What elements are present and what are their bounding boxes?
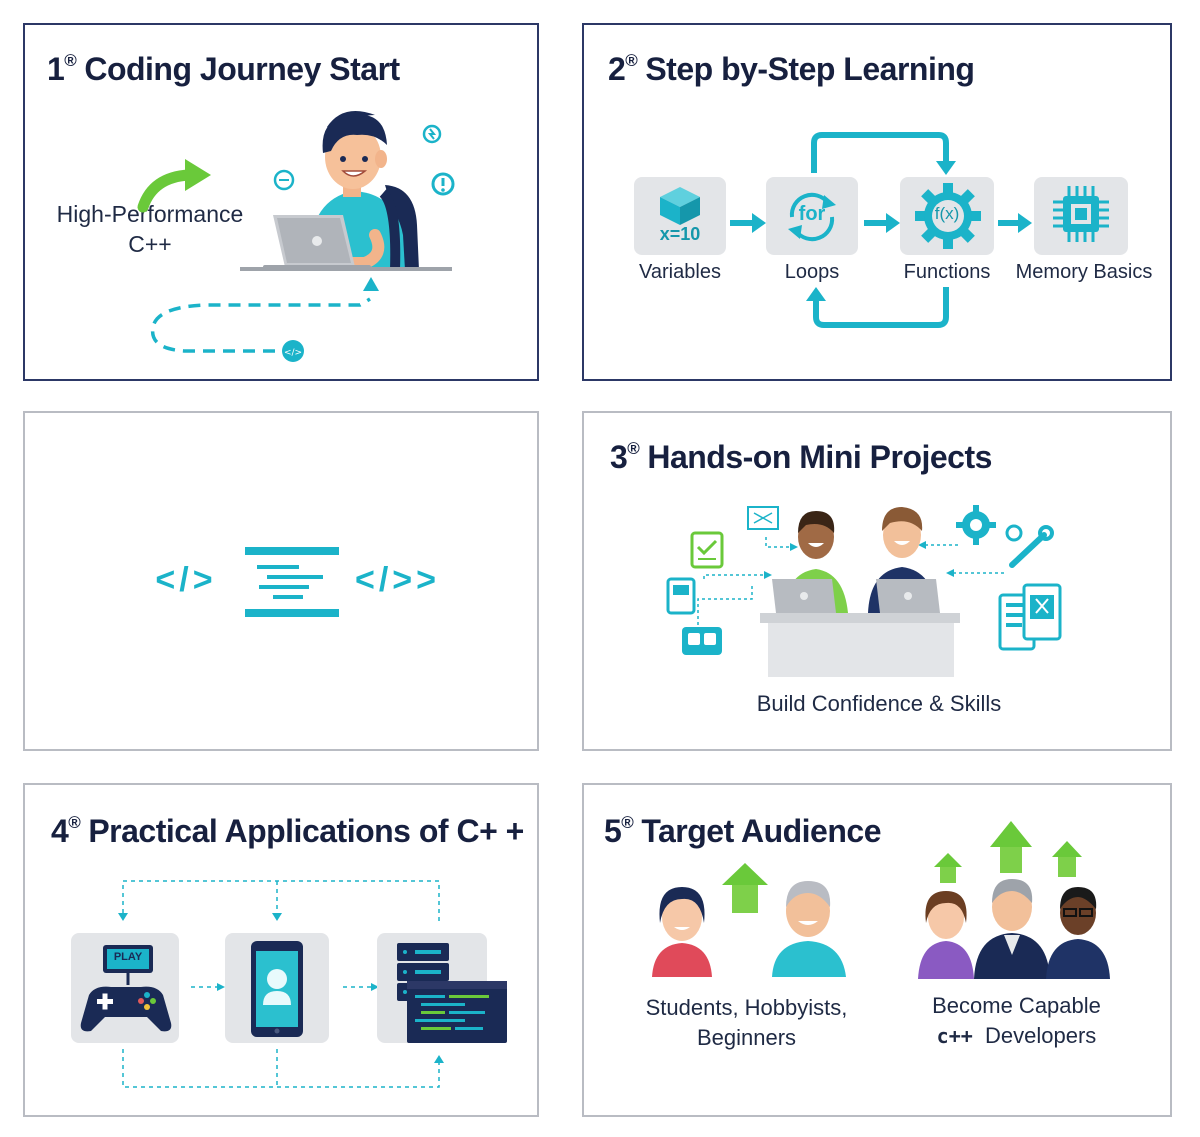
function-label: f(x) [934, 204, 960, 223]
code-tag-left: </> [155, 561, 217, 599]
smartphone-icon [251, 941, 303, 1037]
svg-text:</>: </> [284, 348, 302, 358]
alert-bubble-icon [431, 172, 455, 196]
caption-line-2: C++ [128, 231, 172, 257]
step-label-loops: Loops [784, 261, 840, 283]
step-number: 5 [604, 813, 622, 849]
panel-step-learning: 2® Step by-Step Learning x=10 for [582, 23, 1172, 381]
variable-value: x=10 [659, 224, 701, 244]
server-code-icon [397, 943, 507, 1043]
registered-mark: ® [625, 51, 638, 71]
panel-title: 1® Coding Journey Start [47, 51, 400, 88]
panel-title: 2® Step by-Step Learning [608, 51, 975, 88]
title-text: Step by-Step Learning [645, 51, 975, 87]
title-text: Practical Applications of C+ + [88, 813, 524, 849]
learners-illustration [652, 863, 846, 977]
lightning-bubble-icon [422, 124, 442, 144]
step-label-functions: Functions [903, 261, 991, 283]
developers-caption-1: Become Capable [932, 993, 1101, 1018]
student-with-laptop [240, 111, 452, 271]
step-number: 1 [47, 51, 65, 87]
learners-caption-2: Beginners [696, 1025, 797, 1050]
projects-caption: Build Confidence & Skills [756, 691, 1002, 716]
panel-practical-applications: 4® Practical Applications of C+ + PLAY [23, 783, 539, 1117]
code-editor-icon [245, 547, 339, 617]
developers-illustration [918, 821, 1110, 979]
step-label-memory: Memory Basics [1015, 261, 1153, 283]
chip-icon [1053, 186, 1109, 242]
code-bubble-icon [273, 169, 295, 191]
registered-mark: ® [621, 813, 634, 833]
team-at-desk-illustration [666, 505, 1062, 677]
loops-tile [766, 177, 858, 255]
title-text: Coding Journey Start [84, 51, 400, 87]
step-number: 3 [610, 439, 628, 475]
panel-target-audience: 5® Target Audience Students, Hobbyists, B… [582, 783, 1172, 1117]
play-label: PLAY [113, 951, 143, 963]
loop-keyword: for [798, 203, 826, 225]
loop-icon [788, 192, 836, 242]
step-number: 4 [51, 813, 69, 849]
panel-mini-projects: 3® Hands-on Mini Projects [582, 411, 1172, 751]
registered-mark: ® [64, 51, 77, 71]
registered-mark: ® [68, 813, 81, 833]
developers-caption-2: c++ Developers [904, 1023, 1129, 1049]
panel-title: 4® Practical Applications of C+ + [51, 813, 524, 850]
developers-word: Developers [985, 1023, 1097, 1048]
panel-title: 3® Hands-on Mini Projects [610, 439, 992, 476]
step-number: 2 [608, 51, 626, 87]
title-text: Target Audience [641, 813, 881, 849]
game-controller-icon [80, 945, 172, 1032]
learners-caption-1: Students, Hobbyists, [645, 995, 848, 1020]
step-label-variables: Variables [639, 261, 721, 283]
application-connectors [118, 880, 444, 1088]
loop-arrows [730, 132, 1032, 328]
registered-mark: ® [627, 439, 640, 459]
title-text: Hands-on Mini Projects [647, 439, 992, 475]
journey-path: </> [150, 277, 379, 362]
cpp-label: c++ [936, 1024, 973, 1048]
code-tag-right: </>> [355, 561, 441, 599]
panel-code-graphic: </> </>> [23, 411, 539, 751]
cube-icon [660, 187, 700, 225]
panel-coding-journey: 1®Coding Journey Start High-Performance … [23, 23, 539, 381]
caption-line-1: High-Performance [56, 201, 244, 227]
panel-title: 5® Target Audience [604, 813, 881, 850]
gear-icon [915, 183, 981, 249]
green-arrow-icon [137, 159, 211, 213]
